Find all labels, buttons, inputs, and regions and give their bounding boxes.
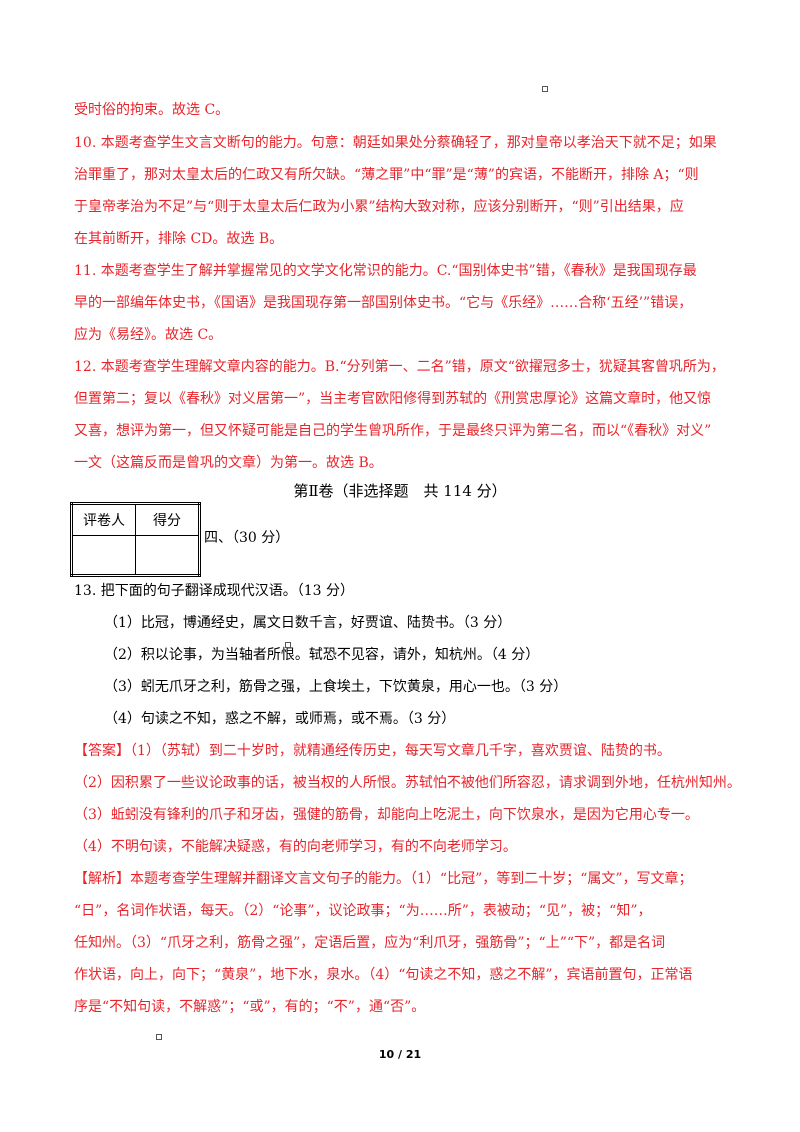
question-item: （3）蚓无爪牙之利，筋骨之强，上食埃土，下饮黄泉，用心一也。（3 分） [104, 679, 568, 695]
question-title: 13. 把下面的句子翻译成现代汉语。（13 分） [74, 583, 354, 599]
question-item: （4）句读之不知，惑之不解，或师焉，或不焉。（3 分） [104, 711, 456, 727]
score-table: 评卷人 得分 [70, 502, 201, 577]
analysis-line: 作状语，向上，向下；“黄泉”，地下水，泉水。（4）“句读之不知，惑之不解”，宾语… [74, 967, 693, 983]
analysis-line: 【解析】本题考查学生理解并翻译文言文句子的能力。（1）“比冠”，等到二十岁；“属… [74, 869, 693, 889]
answer-label: 【答案】 [74, 743, 130, 759]
grader-header: 评卷人 [71, 503, 136, 536]
answer-line: （3）蚯蚓没有锋利的爪子和牙齿，强健的筋骨，却能向上吃泥土，向下饮泉水，是因为它… [74, 807, 699, 823]
question-item: （2）积以论事，为当轴者所恨。轼恐不见容，请外，知杭州。（4 分） [104, 647, 540, 663]
text-line: 12. 本题考查学生理解文章内容的能力。B.“分列第一、二名”错，原文“欲擢冠多… [74, 359, 725, 375]
text-line: 11. 本题考查学生了解并掌握常见的文学文化常识的能力。C.“国别体史书”错，《… [74, 263, 697, 279]
analysis-line: “日”，名词作状语，每天。（2）“论事”，议论政事；“为……所”，表被动；“见”… [74, 903, 652, 919]
answer-line: （2）因积累了一些议论政事的话，被当权的人所恨。苏轼怕不被他们所容忍，请求调到外… [74, 775, 741, 791]
text-line: 早的一部编年体史书，《国语》是我国现存第一部国别体史书。“它与《乐经》……合称‘… [74, 295, 693, 311]
text-line: 又喜，想评为第一，但又怀疑可能是自己的学生曾巩所作，于是最终只评为第二名，而以“… [74, 423, 712, 439]
section-label: 四、（30 分） [204, 530, 290, 546]
score-header: 得分 [135, 503, 200, 536]
page-number: 10 / 21 [378, 1048, 422, 1061]
text-line: 10. 本题考查学生文言文断句的能力。句意：朝廷如果处分蔡确轻了，那对皇帝以孝治… [74, 135, 717, 151]
text-line: 在其前断开，排除 CD。故选 B。 [74, 231, 284, 247]
answer-text: （1）（苏轼）到二十岁时，就精通经传历史，每天写文章几千字，喜欢贾谊、陆贽的书。 [130, 743, 671, 759]
score-cell [135, 535, 200, 576]
text-line: 一文（这篇反而是曾巩的文章）为第一。故选 B。 [74, 455, 383, 471]
marker-square-icon [156, 1034, 162, 1040]
grader-cell [71, 535, 136, 576]
analysis-line: 任知州。（3）“爪牙之利，筋骨之强”，定语后置，应为“利爪牙，强筋骨”；“上”“… [74, 935, 666, 951]
answer-line: 【答案】（1）（苏轼）到二十岁时，就精通经传历史，每天写文章几千字，喜欢贾谊、陆… [74, 741, 671, 761]
question-item: （1）比冠，博通经史，属文日数千言，好贾谊、陆贽书。（3 分） [104, 615, 512, 631]
text-line: 于皇帝孝治为不足”与“则于太皇太后仁政为小累”结构大致对称，应该分别断开，“则”… [74, 199, 684, 215]
text-line: 受时俗的拘束。故选 C。 [74, 102, 230, 118]
text-line: 治罪重了，那对太皇太后的仁政又有所欠缺。“薄之罪”中“罪”是“薄”的宾语，不能断… [74, 167, 699, 183]
analysis-line: 序是“不知句读，不解惑”；“或”，有的；“不”，通“否”。 [74, 999, 426, 1015]
marker-square-icon [542, 86, 548, 92]
analysis-text: 本题考查学生理解并翻译文言文句子的能力。（1）“比冠”，等到二十岁；“属文”，写… [130, 871, 693, 887]
text-line: 应为《易经》。故选 C。 [74, 327, 223, 343]
answer-line: （4）不明句读，不能解决疑惑，有的向老师学习，有的不向老师学习。 [74, 839, 517, 855]
section-heading: 第Ⅱ卷（非选择题 共 114 分） [293, 482, 507, 500]
analysis-label: 【解析】 [74, 871, 130, 887]
text-line: 但置第二；复以《春秋》对义居第一”，当主考官欧阳修得到苏轼的《刑赏忠厚论》这篇文… [74, 391, 712, 407]
marker-square-icon [285, 642, 291, 648]
